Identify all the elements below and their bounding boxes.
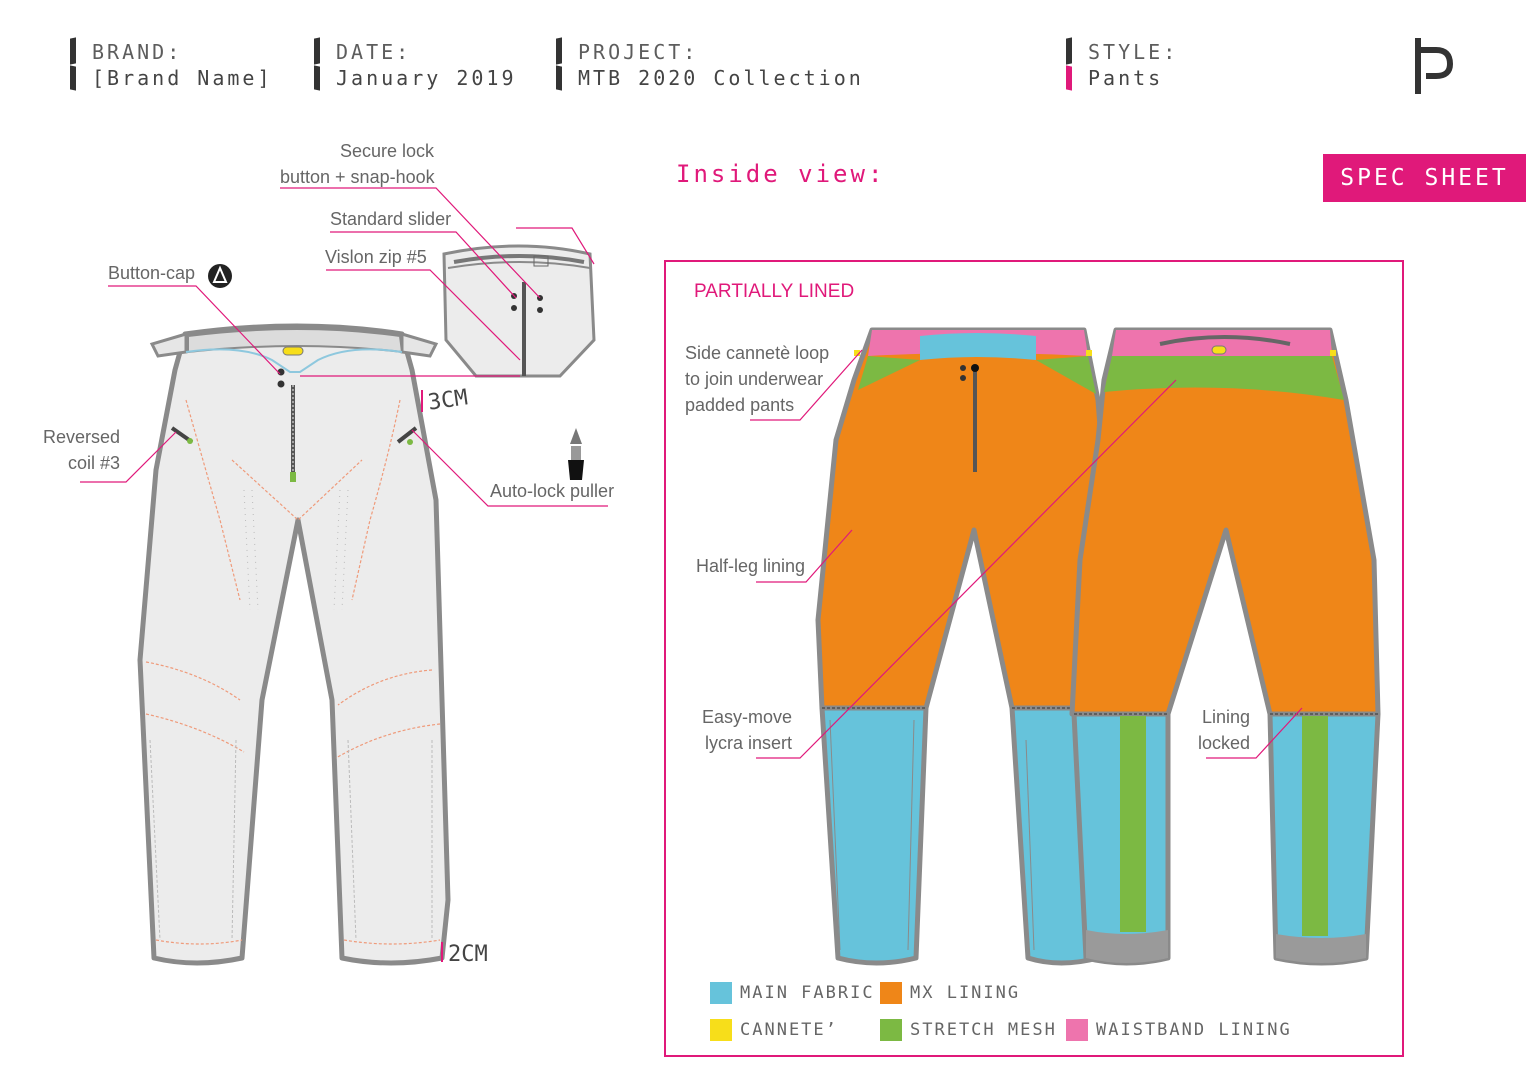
reversed-coil-annotation: Reversed coil #3: [30, 424, 120, 476]
project-value: MTB 2020 Collection: [578, 66, 864, 90]
legend-swatch: [1066, 1019, 1088, 1041]
easy-move-annotation: Easy-move lycra insert: [690, 704, 792, 756]
side-loop-line-3: padded pants: [685, 395, 795, 415]
project-label: PROJECT:: [578, 40, 699, 64]
lining-locked-annotation: Lining locked: [1186, 704, 1250, 756]
legend-label: MX LINING: [910, 983, 1021, 1003]
date-value: January 2019: [336, 66, 517, 90]
date-label: DATE:: [336, 40, 412, 64]
easy-move-line-2: lycra insert: [704, 733, 792, 753]
reversed-coil-line-1: Reversed: [42, 427, 120, 447]
legend-cannete: CANNETE’: [710, 1019, 838, 1041]
legend-swatch: [880, 982, 902, 1004]
reversed-coil-line-2: coil #3: [67, 453, 120, 473]
secure-lock-line-2: button + snap-hook: [280, 167, 435, 187]
legend-mx-lining: MX LINING: [880, 982, 1020, 1004]
button-cap-annotation: Button-cap: [108, 263, 196, 283]
auto-lock-annotation: Auto-lock puller: [490, 481, 615, 501]
legend-main-fabric: MAIN FABRIC: [710, 982, 875, 1004]
spec-sheet-badge: SPEC SHEET: [1323, 154, 1526, 202]
easy-move-line-1: Easy-move: [701, 707, 792, 727]
brand-label: BRAND:: [92, 40, 183, 64]
brand-value: [Brand Name]: [92, 66, 273, 90]
secure-lock-line-1: Secure lock: [339, 141, 434, 161]
side-loop-line-2: to join underwear: [685, 369, 824, 389]
half-leg-annotation: Half-leg lining: [696, 556, 806, 576]
front-pants-drawing: [80, 187, 608, 966]
style-value: Pants: [1088, 66, 1164, 90]
legend-swatch: [710, 1019, 732, 1041]
legend-swatch: [710, 982, 732, 1004]
legend-swatch: [880, 1019, 902, 1041]
inside-right-pants-drawing: [1069, 327, 1381, 966]
secure-lock-annotation: Secure lock button + snap-hook: [280, 138, 435, 190]
legend-label: STRETCH MESH: [910, 1020, 1057, 1040]
side-loop-line-1: Side cannetè loop: [685, 343, 830, 363]
lining-locked-line-2: locked: [1197, 733, 1250, 753]
legend-label: WAISTBAND LINING: [1096, 1020, 1292, 1040]
view-title: Inside view:: [676, 160, 886, 188]
legend-stretch-mesh: STRETCH MESH: [880, 1019, 1057, 1041]
dimension-2cm: 2CM: [448, 942, 488, 967]
legend-waistband-lining: WAISTBAND LINING: [1066, 1019, 1292, 1041]
brand-logo-icon: [1415, 38, 1454, 94]
vislon-zip-annotation: Vislon zip #5: [325, 247, 427, 267]
style-label: STYLE:: [1088, 40, 1179, 64]
lining-locked-line-1: Lining: [1201, 707, 1250, 727]
legend-label: CANNETE’: [740, 1020, 838, 1040]
panel-title: PARTIALLY LINED: [694, 281, 855, 302]
inside-view-panel: [664, 260, 1404, 1057]
standard-slider-annotation: Standard slider: [330, 209, 452, 229]
side-loop-annotation: Side cannetè loop to join underwear padd…: [685, 340, 829, 418]
inside-left-pants-drawing: [815, 327, 1113, 966]
legend-label: MAIN FABRIC: [740, 983, 875, 1003]
